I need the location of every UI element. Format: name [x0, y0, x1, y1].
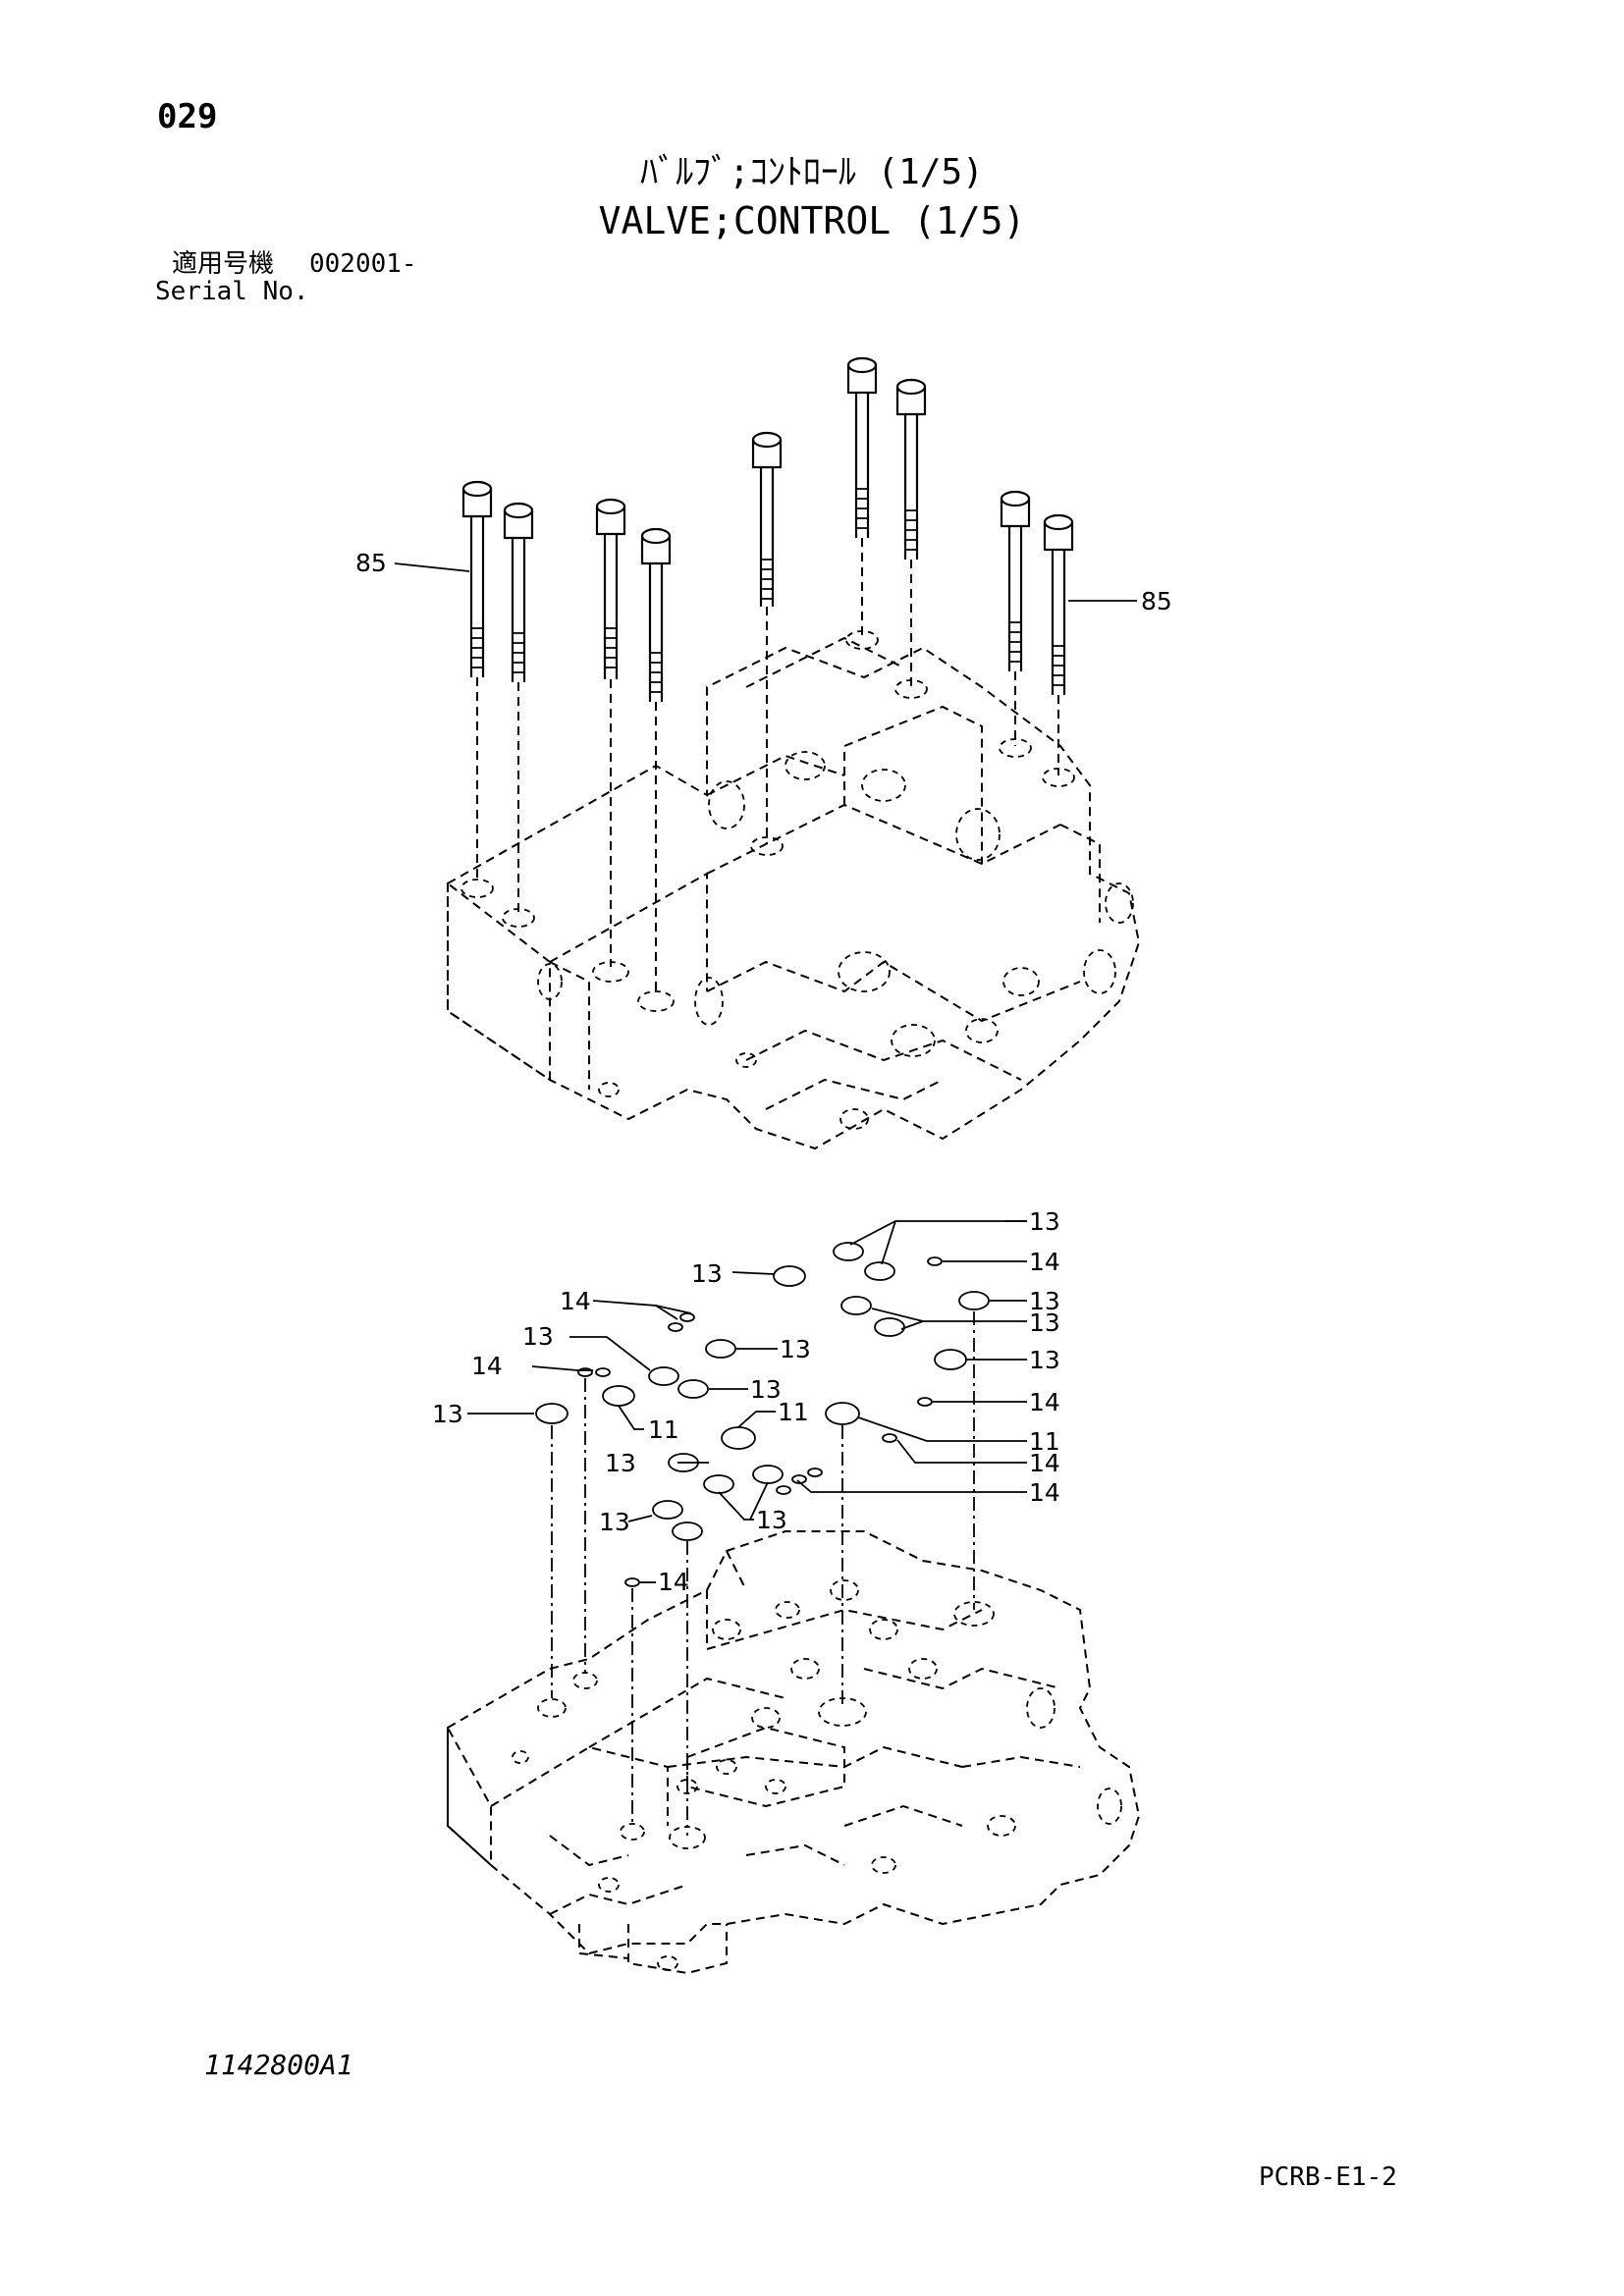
serial-label-japanese: 適用号機: [172, 249, 275, 279]
callout-14: 14: [1029, 1248, 1060, 1276]
bolt: [751, 431, 783, 844]
serial-label-english: Serial No.: [155, 277, 309, 306]
bolt-group: [394, 356, 1137, 996]
callout-13: 13: [780, 1335, 811, 1363]
bolt: [846, 356, 878, 636]
callout-13: 13: [750, 1375, 782, 1404]
callout-14: 14: [1029, 1449, 1060, 1477]
callout-13: 13: [1029, 1346, 1060, 1374]
callout-85: 85: [355, 549, 387, 577]
callout-13: 13: [605, 1449, 636, 1477]
callout-14: 14: [1029, 1388, 1060, 1416]
page-code: PCRB-E1-2: [1259, 2163, 1397, 2192]
bolt: [1000, 490, 1031, 746]
callout-14: 14: [560, 1287, 591, 1315]
bolt: [595, 498, 626, 967]
bolt: [640, 527, 672, 996]
illustration-code: 1142800A1: [204, 2049, 353, 2081]
bolt: [1043, 513, 1074, 775]
callout-14: 14: [658, 1568, 689, 1596]
serial-number-value: 002001-: [309, 249, 417, 279]
callout-11: 11: [648, 1415, 679, 1444]
centre-lines: [551, 1311, 975, 1836]
leader-lines: [467, 1220, 1027, 1583]
upper-valve-body: [447, 630, 1141, 1150]
callout-labels: 85 85 13 13 14 14 13 13 13 13 13 14 13 1…: [355, 549, 1172, 1596]
callout-11: 11: [778, 1398, 809, 1426]
title-english: VALVE;CONTROL (1/5): [598, 199, 1026, 242]
callout-13: 13: [1029, 1207, 1060, 1236]
callout-13: 13: [756, 1506, 787, 1534]
callout-14: 14: [1029, 1478, 1060, 1507]
bolt: [895, 378, 927, 687]
callout-14: 14: [471, 1352, 503, 1380]
bolt: [461, 480, 493, 883]
title-japanese: ﾊﾞﾙﾌﾞ;ｺﾝﾄﾛｰﾙ (1/5): [640, 152, 984, 192]
callout-13: 13: [522, 1322, 554, 1351]
callout-13: 13: [1029, 1308, 1060, 1337]
callout-13: 13: [599, 1508, 630, 1536]
callout-13: 13: [1029, 1287, 1060, 1315]
page-number: 029: [157, 97, 218, 136]
callout-85: 85: [1141, 587, 1172, 615]
callout-13: 13: [432, 1400, 463, 1428]
lower-valve-body: [447, 1530, 1141, 1975]
callout-11: 11: [1029, 1427, 1060, 1456]
bolt: [503, 502, 534, 918]
callout-13: 13: [691, 1259, 723, 1288]
